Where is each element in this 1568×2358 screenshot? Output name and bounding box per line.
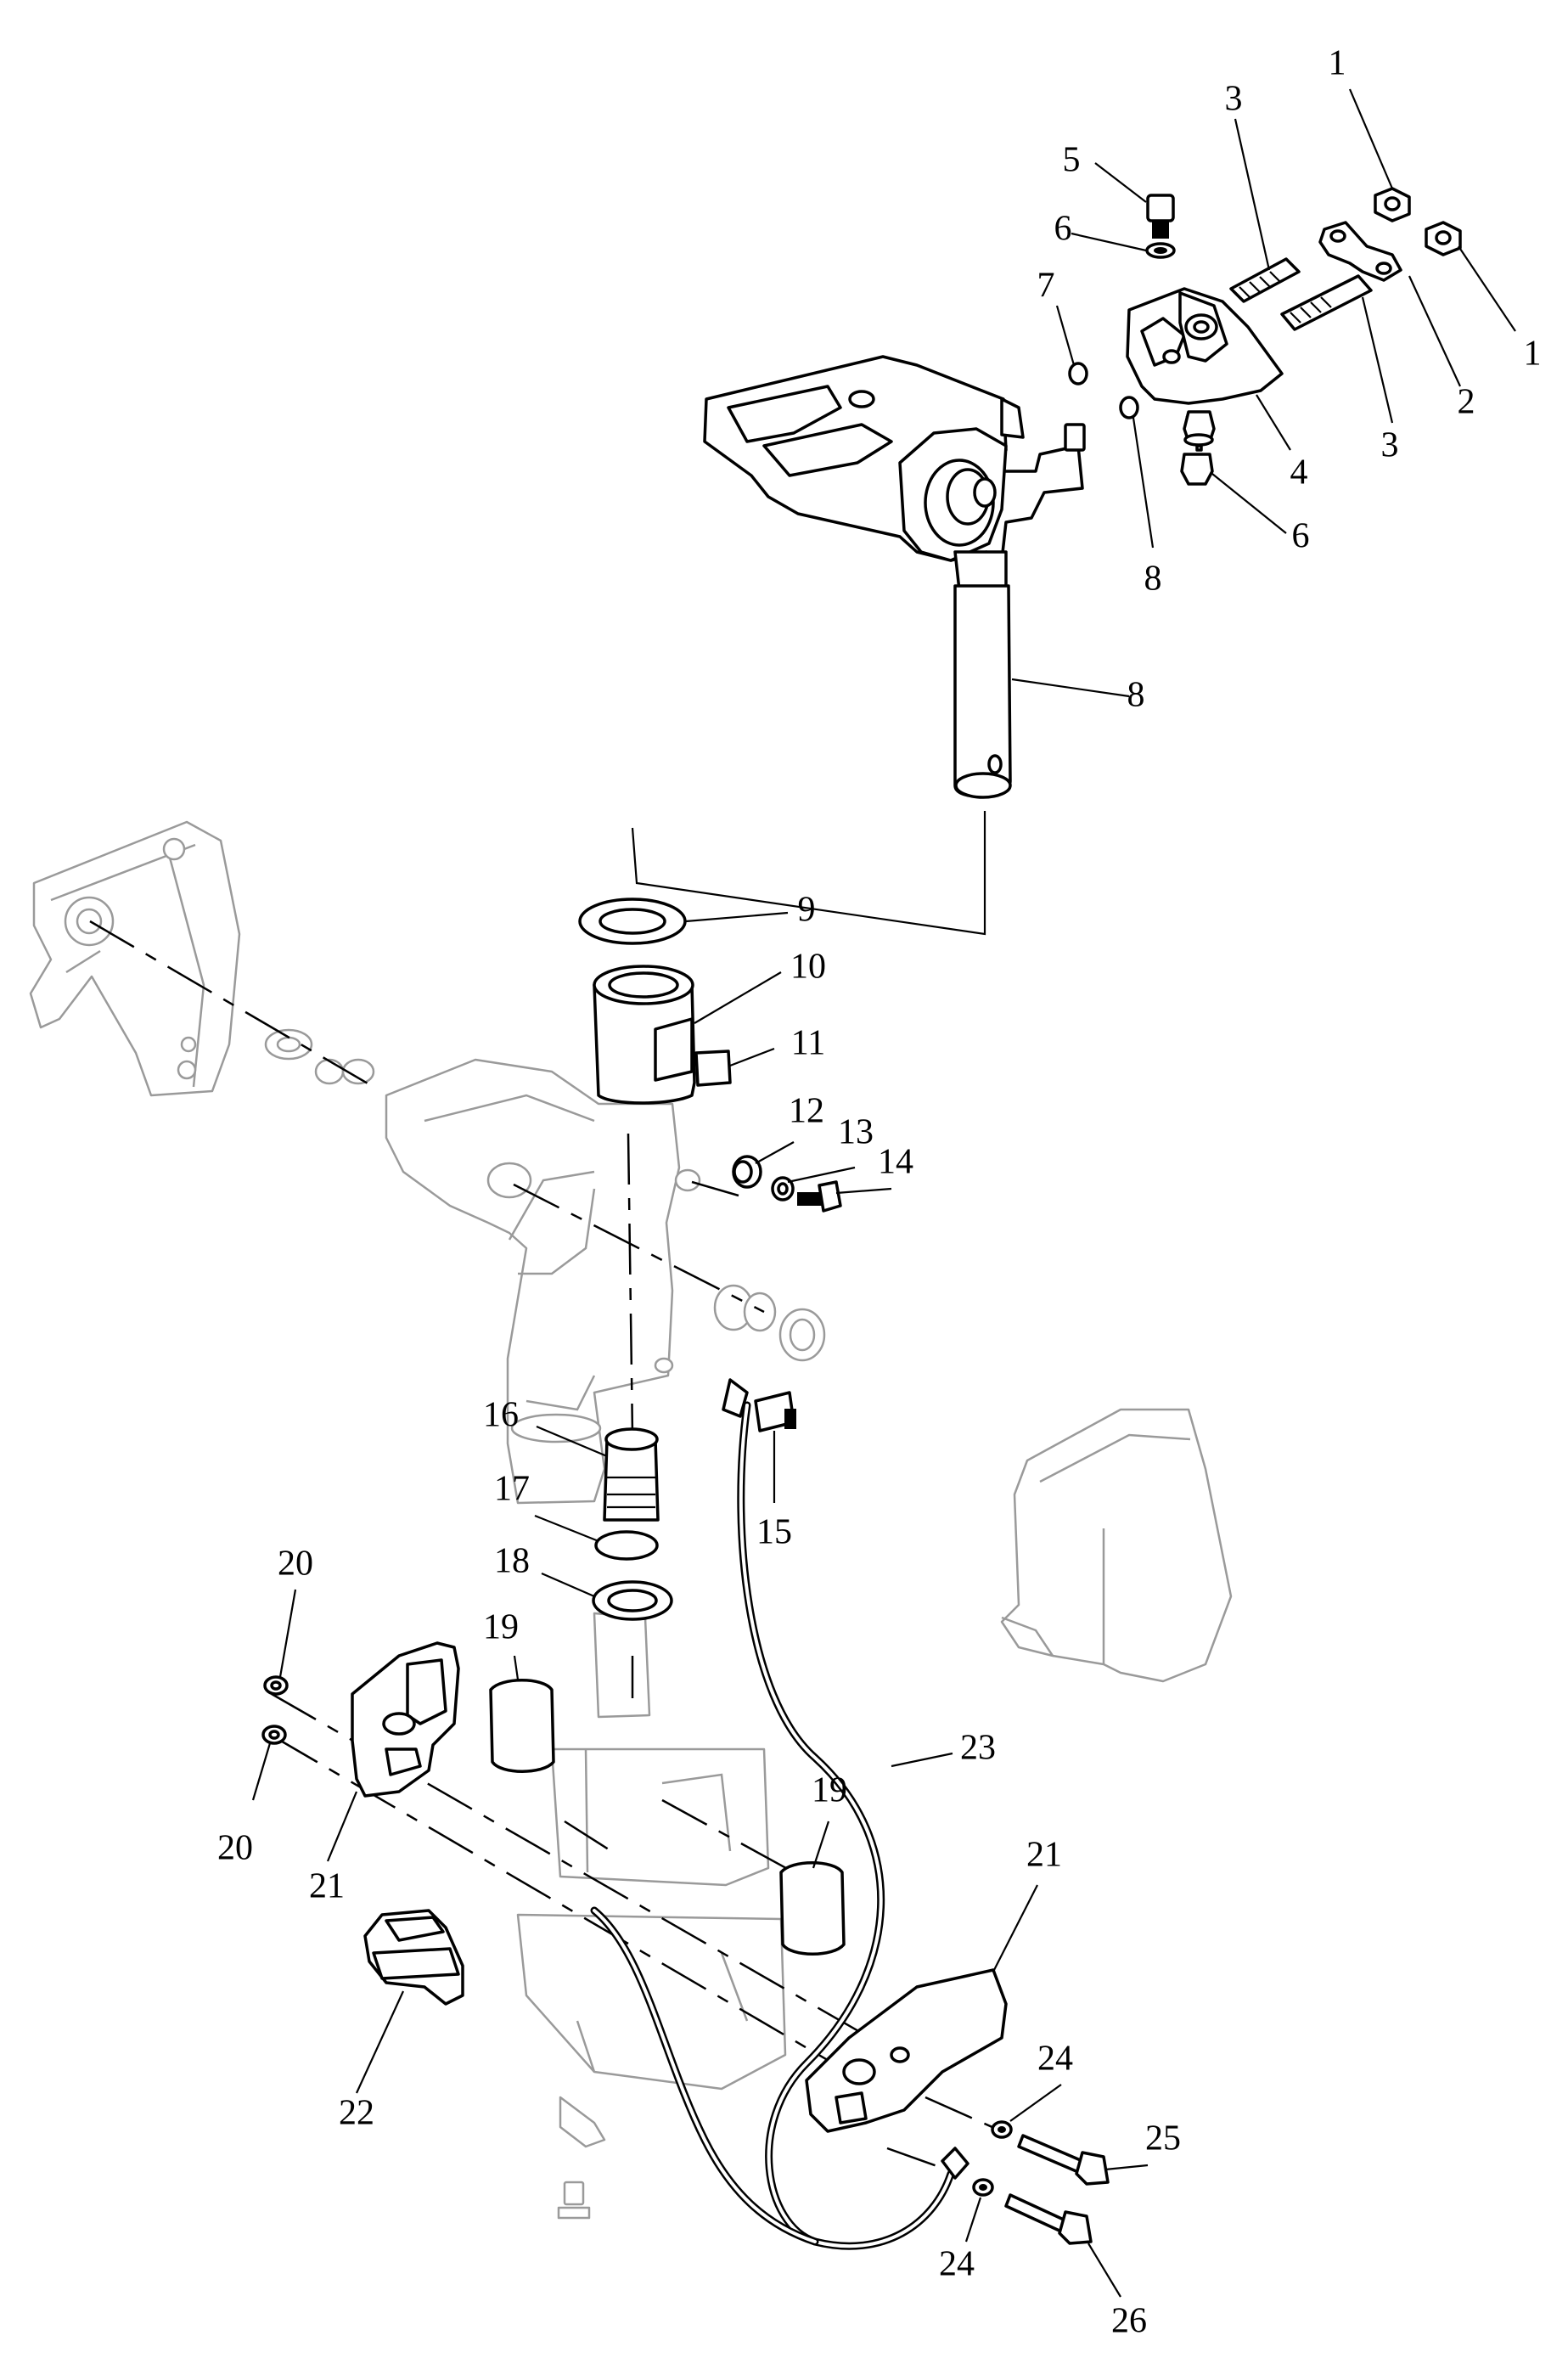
ghost-lower-housing-right <box>1000 1408 1233 1683</box>
callout-6: 13 <box>838 1113 874 1152</box>
damper-19-right <box>779 1861 846 1956</box>
circlip-8-lower <box>1119 396 1139 419</box>
ground-screw-15 <box>754 1391 796 1432</box>
callout-25: 25 <box>1145 2119 1181 2158</box>
ground-wire-23 <box>590 1378 969 2250</box>
callout-24: 24 <box>1037 2040 1073 2079</box>
callout-11: 10 <box>790 948 826 987</box>
callout-3: 3 <box>1381 426 1399 465</box>
bolt-14 <box>797 1180 842 1213</box>
leader-lines <box>251 88 1516 2298</box>
callout-19: 19 <box>483 1608 519 1647</box>
callout-17: 17 <box>494 1470 530 1509</box>
bolt-26 <box>1004 2193 1093 2245</box>
bushing-13 <box>732 1155 762 1189</box>
washer-6-top <box>1145 242 1176 259</box>
damper-19-left <box>489 1679 555 1773</box>
callout-18: 18 <box>494 1542 530 1581</box>
nut-20-lower <box>261 1725 287 1745</box>
callout-20: 20 <box>278 1545 313 1584</box>
o-ring-17 <box>594 1530 659 1561</box>
steering-arm-4 <box>1126 287 1284 452</box>
stud-3-lower <box>1280 274 1373 331</box>
callout-23: 23 <box>960 1729 996 1768</box>
bolt-5 <box>1146 194 1175 239</box>
callout-15: 15 <box>756 1513 792 1552</box>
callout-14: 14 <box>878 1143 913 1182</box>
ghost-swivel-housing <box>264 1028 826 1505</box>
grease-nipple-7 <box>1180 453 1214 486</box>
callout-21: 21 <box>309 1867 345 1906</box>
callout-1: 1 <box>1329 44 1346 83</box>
callout-8: 8 <box>1144 560 1162 599</box>
washer-24-lower <box>972 2178 994 2197</box>
lock-plate-2 <box>1318 221 1402 282</box>
callout-10: 9 <box>798 891 816 930</box>
thrust-washer-10 <box>578 898 687 945</box>
nut-1-left <box>1374 187 1411 222</box>
ghost-drive-shaft-housing <box>516 1612 787 2220</box>
mount-cover-21-right <box>805 1968 1008 2133</box>
nut-1-right <box>1425 221 1462 256</box>
bolt-25 <box>1017 2134 1110 2186</box>
callout-3: 3 <box>1225 80 1243 119</box>
callout-9: 8 <box>1127 676 1145 715</box>
damper-22 <box>363 1909 464 2006</box>
callout-16: 16 <box>483 1396 519 1435</box>
callout-13: 12 <box>789 1092 824 1131</box>
washer-6-mid <box>771 1176 795 1202</box>
callout-20: 20 <box>217 1829 253 1868</box>
callout-1: 1 <box>1524 335 1542 374</box>
callout-5: 5 <box>1063 141 1081 180</box>
steering-bracket <box>703 355 1086 592</box>
nut-20-upper <box>263 1675 289 1696</box>
callout-24: 24 <box>939 2245 975 2284</box>
callout-19: 19 <box>812 1771 847 1810</box>
callout-26: 26 <box>1111 2302 1147 2341</box>
callout-8: 7 <box>1037 267 1055 306</box>
circlip-8-upper <box>1068 362 1088 385</box>
callout-labels: 1 1 2 3 3 4 5 6 6 7 8 8 9 10 11 12 13 14… <box>217 44 1542 2341</box>
callout-22: 22 <box>339 2094 374 2133</box>
callout-12: 11 <box>791 1024 825 1063</box>
callout-4: 4 <box>1290 453 1308 492</box>
washer-24-upper <box>991 2120 1013 2139</box>
steering-shaft-9 <box>953 584 1012 799</box>
mount-cover-21-left <box>351 1641 460 1798</box>
ghost-clamp-bracket <box>29 820 241 1097</box>
stud-3-upper <box>1229 257 1301 303</box>
plate-12 <box>694 1050 732 1087</box>
callout-21: 21 <box>1026 1836 1062 1875</box>
seal-18 <box>592 1580 673 1621</box>
bushing-11 <box>593 965 696 1105</box>
callout-2: 2 <box>1458 383 1475 422</box>
bushing-16 <box>603 1427 660 1522</box>
callout-6: 6 <box>1054 210 1072 249</box>
callout-7: 6 <box>1292 517 1310 556</box>
